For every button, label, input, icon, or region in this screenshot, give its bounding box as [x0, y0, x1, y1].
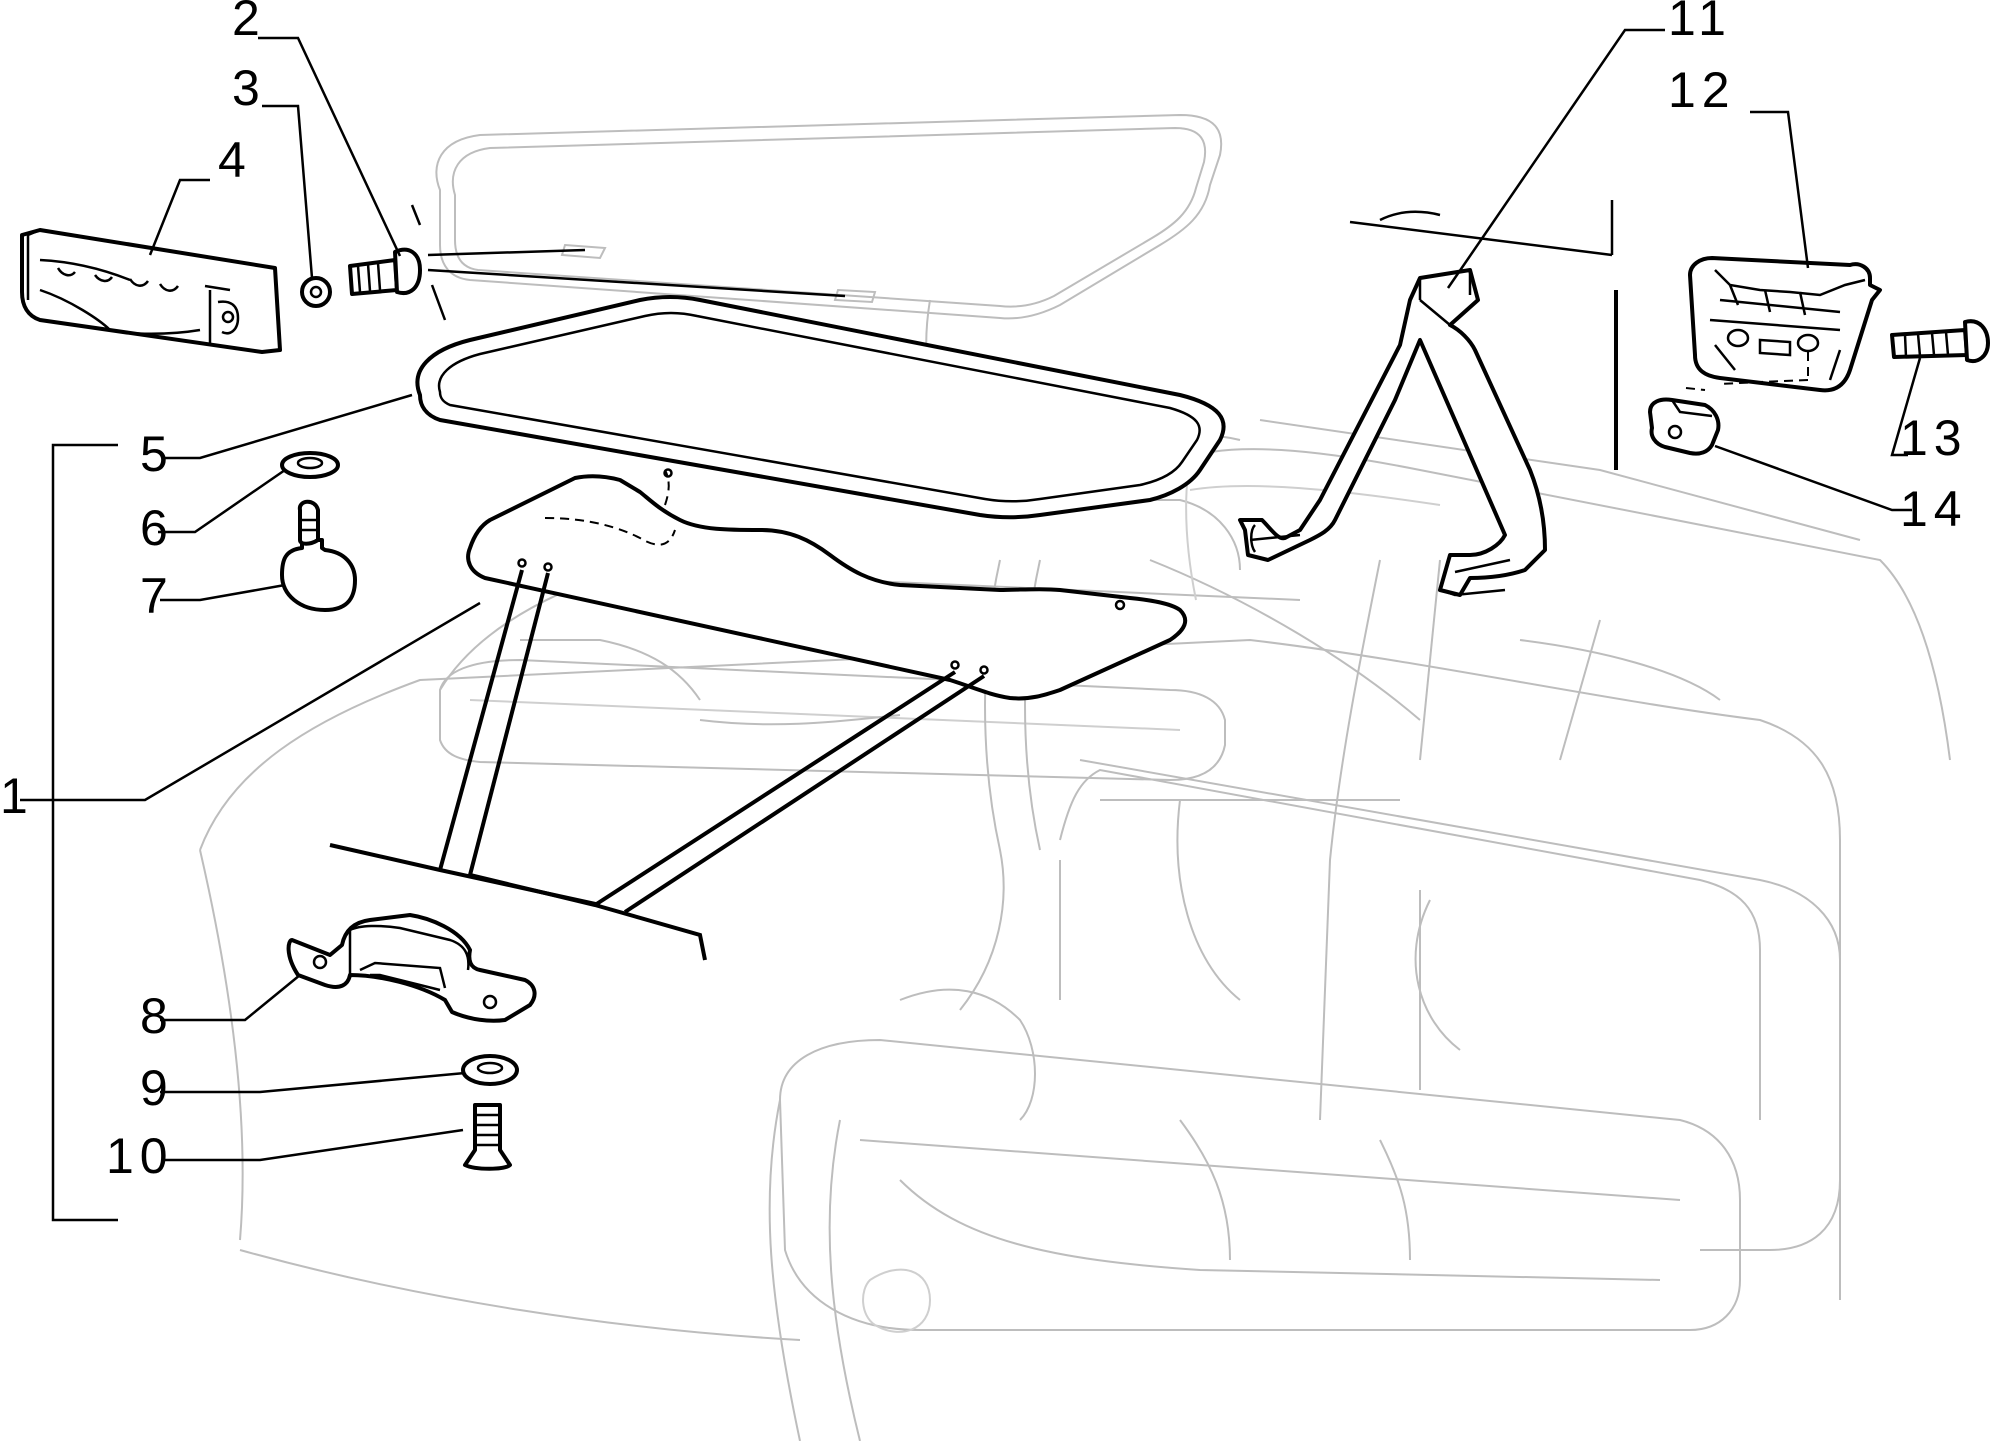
callout-labels: 1 2 3 4 5 6 7 8 9 10 11 12 13 14	[0, 0, 1968, 1184]
leader-lines	[20, 28, 1922, 1222]
sunroof-glass-ghost	[435, 113, 1223, 320]
callout-14: 14	[1900, 481, 1968, 537]
screw-part-13	[1890, 319, 1990, 363]
sunroof-seal-frame	[415, 295, 1226, 520]
callout-13: 13	[1900, 410, 1968, 466]
vehicle-outline	[199, 299, 1951, 1441]
latch-part-12	[1688, 256, 1882, 393]
callout-11: 11	[1668, 0, 1732, 46]
callout-4: 4	[218, 132, 252, 188]
callout-1: 1	[0, 768, 34, 824]
washer-part-3	[300, 276, 332, 308]
callout-12: 12	[1668, 62, 1736, 118]
bumper-part-7	[280, 499, 357, 612]
washer-part-9	[461, 1054, 519, 1086]
callout-5: 5	[140, 426, 174, 482]
sunroof-panel	[466, 468, 1188, 701]
washer-part-6	[280, 451, 340, 479]
handle-part-4	[20, 228, 282, 354]
strap-part-11	[1238, 268, 1547, 597]
clip-part-14	[1648, 397, 1721, 456]
callout-8: 8	[140, 988, 174, 1044]
callout-10: 10	[106, 1128, 174, 1184]
callout-7: 7	[140, 568, 174, 624]
callout-9: 9	[140, 1060, 174, 1116]
callout-2: 2	[232, 0, 266, 46]
callout-6: 6	[140, 500, 174, 556]
screw-part-10	[463, 1103, 512, 1171]
callout-3: 3	[232, 60, 266, 116]
screw-part-2	[348, 247, 422, 296]
bracket-part-8	[286, 913, 537, 1023]
